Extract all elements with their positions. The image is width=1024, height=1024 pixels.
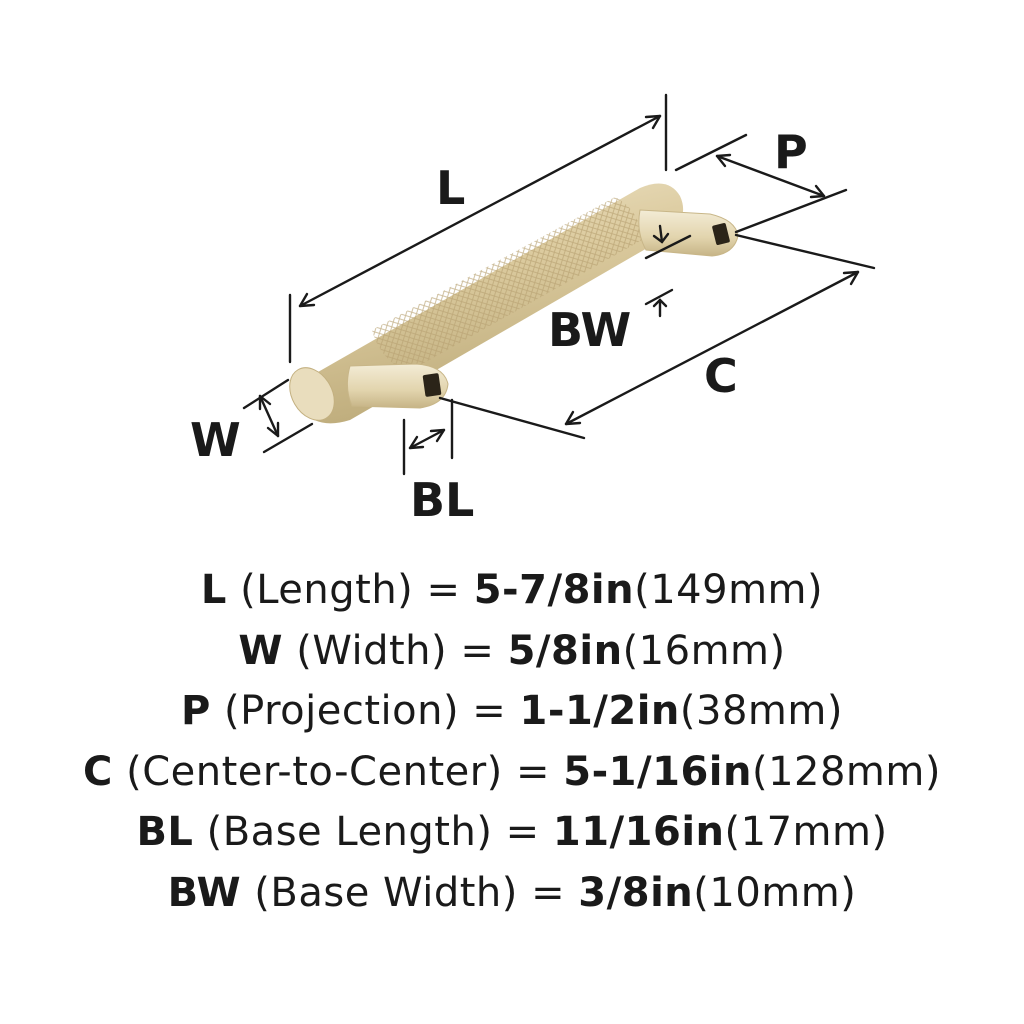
spec-imperial: 3/8in (578, 869, 694, 916)
spec-imperial: 5-7/8in (473, 567, 635, 613)
dimension-projection (674, 133, 848, 234)
spec-name: (Center-to-Center) = (112, 748, 564, 795)
spec-width: W (Width) = 5/8in(16mm) (0, 621, 1024, 682)
handle-knurl (372, 197, 642, 372)
handle-left-base (346, 363, 449, 409)
spec-imperial: 5-1/16in (563, 748, 752, 795)
spec-length: L (Length) = 5-7/8in(149mm) (0, 560, 1024, 621)
dimension-length (288, 93, 668, 364)
spec-projection: P (Projection) = 1-1/2in(38mm) (0, 681, 1024, 742)
spec-imperial: 1-1/2in (519, 688, 680, 734)
label-P: P (774, 125, 808, 179)
spec-code: W (238, 627, 283, 674)
spec-center-to-center: C (Center-to-Center) = 5-1/16in(128mm) (0, 742, 1024, 803)
spec-metric: (38mm) (679, 688, 843, 734)
spec-name: (Length) = (226, 567, 474, 613)
spec-metric: (128mm) (751, 748, 941, 795)
dimension-base-length (402, 398, 454, 476)
label-W: W (190, 413, 241, 467)
spec-imperial: 11/16in (552, 809, 725, 855)
handle-right-screw-hole (712, 223, 730, 245)
spec-name: (Base Width) = (241, 869, 579, 916)
spec-metric: (17mm) (724, 809, 888, 855)
dimension-center-to-center (438, 233, 876, 440)
dimension-base-width (644, 224, 692, 318)
spec-name: (Width) = (283, 627, 508, 674)
handle-left-screw-hole (422, 373, 442, 397)
pull-handle-diagram: L P BW C W BL (190, 93, 876, 527)
handle-right-base (638, 209, 739, 257)
spec-name: (Base Length) = (193, 809, 553, 855)
label-L: L (436, 161, 465, 215)
spec-name: (Projection) = (210, 688, 520, 734)
spec-metric: (10mm) (693, 869, 857, 916)
spec-code: BW (167, 869, 242, 916)
spec-code: C (83, 748, 113, 795)
spec-code: BL (136, 809, 194, 855)
spec-imperial: 5/8in (507, 627, 623, 674)
spec-code: P (181, 688, 211, 734)
label-BL: BL (410, 473, 474, 527)
spec-metric: (149mm) (634, 567, 824, 613)
spec-base-length: BL (Base Length) = 11/16in(17mm) (0, 802, 1024, 863)
handle-left-end-cap (289, 367, 335, 421)
dimension-width (242, 378, 314, 454)
label-C: C (704, 349, 738, 403)
spec-code: L (200, 567, 227, 613)
specifications-list: L (Length) = 5-7/8in(149mm) W (Width) = … (0, 560, 1024, 923)
spec-base-width: BW (Base Width) = 3/8in(10mm) (0, 863, 1024, 924)
pull-handle (289, 183, 739, 424)
label-BW: BW (548, 303, 631, 357)
spec-metric: (16mm) (622, 627, 786, 674)
